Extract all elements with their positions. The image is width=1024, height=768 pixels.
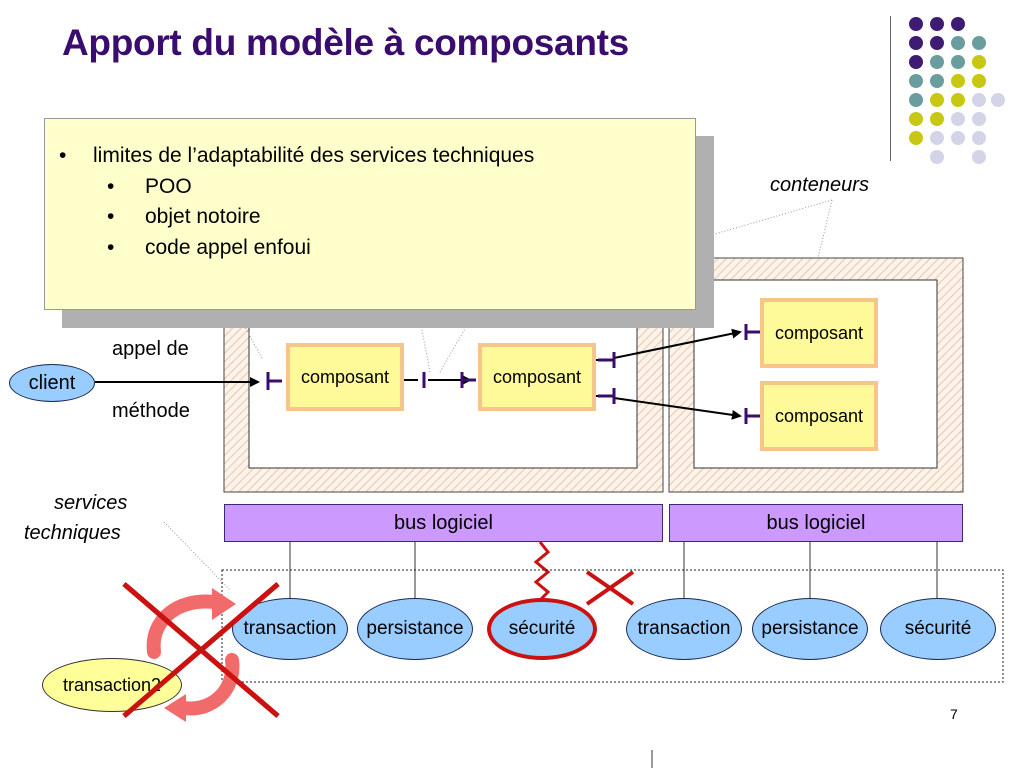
deco-dot <box>991 93 1005 107</box>
note-sub-glyph: • <box>107 205 115 228</box>
deco-dot <box>972 36 986 50</box>
deco-dot <box>909 55 923 69</box>
comp2-to-comp3-arrow <box>613 328 742 359</box>
component-1: composant <box>286 343 404 411</box>
page-number: 7 <box>950 706 958 722</box>
services-label: services <box>54 492 128 514</box>
deco-dot <box>972 150 986 164</box>
slide-title: Apport du modèle à composants <box>62 22 629 63</box>
deco-dot <box>972 74 986 88</box>
deco-dot <box>972 131 986 145</box>
client-node: client <box>9 364 95 402</box>
methode-label: méthode <box>112 400 190 422</box>
deco-dot <box>972 112 986 126</box>
deco-dot <box>930 131 944 145</box>
deco-dot <box>930 17 944 31</box>
title-divider <box>890 16 891 161</box>
deco-dot <box>951 36 965 50</box>
deco-dot <box>951 74 965 88</box>
deco-dot <box>909 93 923 107</box>
deco-dot <box>930 36 944 50</box>
note-box: • limites de l’adaptabilité des services… <box>44 118 696 310</box>
component-3: composant <box>760 298 878 368</box>
component-leader-lines <box>239 317 471 373</box>
small-cross-icon <box>585 570 635 606</box>
service-transaction-left: transaction <box>232 598 348 660</box>
note-sub-bullet: objet notoire <box>145 205 261 228</box>
deco-dot <box>951 131 965 145</box>
deco-dot <box>951 93 965 107</box>
note-sub-glyph: • <box>107 175 115 198</box>
deco-dot <box>972 93 986 107</box>
note-main-bullet: limites de l’adaptabilité des services t… <box>93 144 535 167</box>
appel-de-label: appel de <box>112 338 189 360</box>
comp2-to-comp4-arrow <box>613 397 742 420</box>
deco-dot <box>930 150 944 164</box>
deco-dot <box>951 17 965 31</box>
deco-dot <box>930 55 944 69</box>
services-leader-line <box>163 521 231 591</box>
bus-logiciel-right: bus logiciel <box>669 504 963 542</box>
note-sub-glyph: • <box>107 236 115 259</box>
note-bullet-glyph: • <box>59 144 67 167</box>
conteneurs-leader-lines <box>707 199 833 259</box>
component-2: composant <box>478 343 596 411</box>
bus-logiciel-left: bus logiciel <box>224 504 663 542</box>
component-4: composant <box>760 381 878 451</box>
service-persistance-right: persistance <box>752 598 868 660</box>
deco-dot <box>909 112 923 126</box>
deco-dot <box>930 74 944 88</box>
transaction2-node: transaction2 <box>42 658 182 712</box>
note-sub-bullet: POO <box>145 175 192 198</box>
broken-link-zigzag <box>533 541 551 602</box>
service-securite-right: sécurité <box>880 598 996 660</box>
techniques-label: techniques <box>24 522 121 544</box>
deco-dot <box>951 55 965 69</box>
conteneurs-label: conteneurs <box>770 174 869 196</box>
deco-dot <box>972 55 986 69</box>
deco-dot <box>909 36 923 50</box>
deco-dot <box>951 112 965 126</box>
replace-arrowhead-top <box>212 588 236 620</box>
service-securite-left: sécurité <box>487 598 597 660</box>
deco-dot <box>909 131 923 145</box>
deco-dot <box>930 112 944 126</box>
deco-dot <box>909 74 923 88</box>
interface-connectors <box>266 324 760 424</box>
service-persistance-left: persistance <box>357 598 473 660</box>
note-sub-bullet: code appel enfoui <box>145 236 311 259</box>
deco-dot <box>909 17 923 31</box>
deco-dot <box>930 93 944 107</box>
service-transaction-right: transaction <box>626 598 742 660</box>
